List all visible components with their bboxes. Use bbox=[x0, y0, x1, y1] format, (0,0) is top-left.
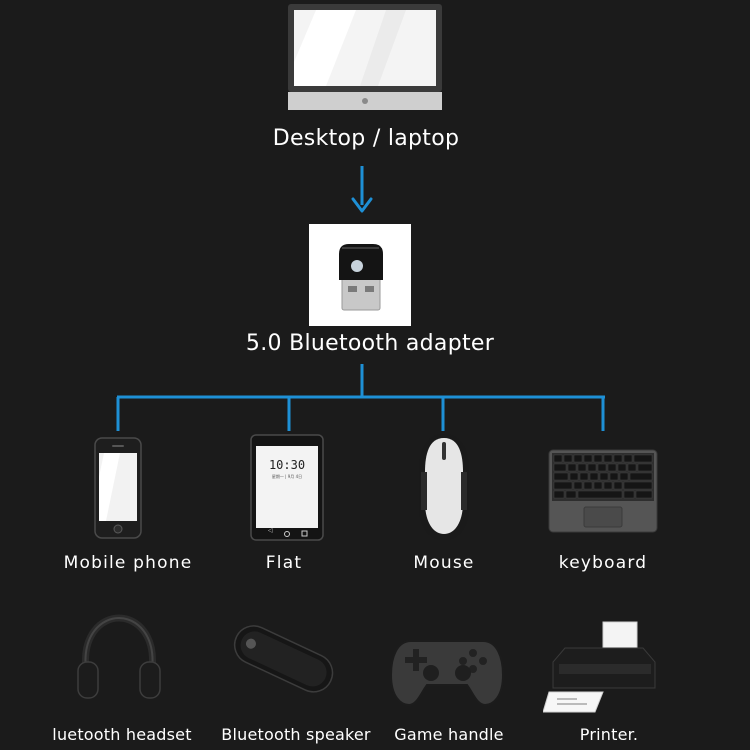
device-label-flat: Flat bbox=[265, 553, 303, 573]
tablet-screen-time: 10:30 bbox=[268, 458, 306, 472]
mouse-icon bbox=[419, 434, 469, 540]
keyboard-icon bbox=[548, 449, 658, 533]
device-label-headset: luetooth headset bbox=[52, 725, 192, 744]
printer-icon bbox=[543, 621, 656, 713]
device-label-speaker: Bluetooth speaker bbox=[221, 725, 371, 744]
tablet-screen-date: 星期一 | 9月 4日 bbox=[271, 474, 303, 479]
mobile-phone-icon bbox=[94, 437, 142, 539]
gamepad-icon bbox=[389, 640, 505, 707]
desktop-monitor-icon bbox=[288, 4, 442, 110]
arrow-head bbox=[351, 197, 373, 213]
device-label-keyboard: keyboard bbox=[558, 553, 648, 573]
adapter-image-frame bbox=[309, 224, 411, 326]
tablet-icon: ◁ 10:30 星期一 | 9月 4日 bbox=[250, 434, 324, 541]
device-label-mobile-phone: Mobile phone bbox=[63, 553, 193, 573]
speaker-icon bbox=[233, 625, 334, 693]
bluetooth-usb-adapter-icon bbox=[339, 244, 383, 311]
svg-text:◁: ◁ bbox=[268, 527, 273, 534]
hub-label: 5.0 Bluetooth adapter bbox=[245, 331, 495, 356]
device-label-printer: Printer. bbox=[579, 725, 639, 744]
device-label-game-handle: Game handle bbox=[394, 725, 504, 744]
headset-icon bbox=[77, 614, 161, 699]
device-label-mouse: Mouse bbox=[413, 553, 475, 573]
source-label: Desktop / laptop bbox=[272, 126, 460, 151]
